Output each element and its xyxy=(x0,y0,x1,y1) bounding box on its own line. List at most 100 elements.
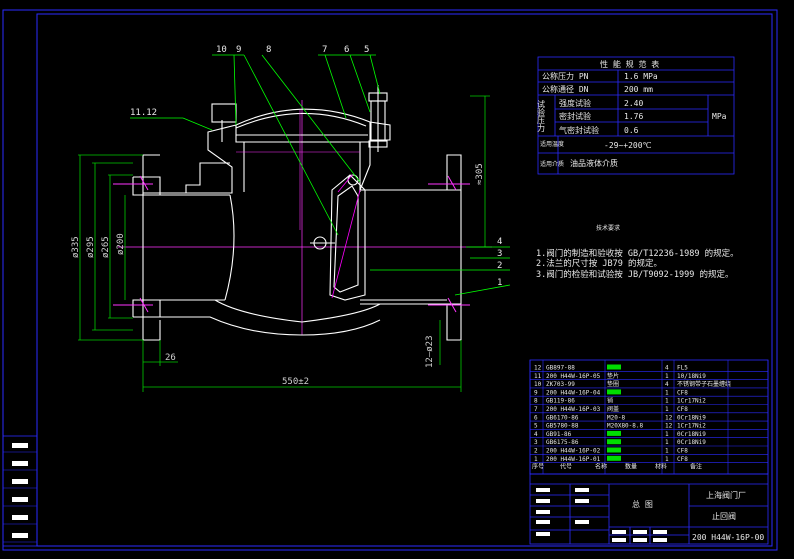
perf-media-label: 适用介质 xyxy=(540,160,564,168)
product-name: 止回阀 xyxy=(712,511,736,521)
title-mark xyxy=(612,530,626,534)
perf-test-label: 密封试验 xyxy=(559,111,591,121)
parts-cell: 3 xyxy=(534,439,538,446)
part-callout: 2 xyxy=(497,261,502,271)
parts-cell: GB5780-88 xyxy=(546,423,579,430)
parts-cell: GB6170-86 xyxy=(546,414,579,421)
dimension-texts: ø335 ø295 ø265 ø200 ≈305 26 550±2 12—ø23 xyxy=(71,163,485,387)
parts-cell: 6 xyxy=(534,414,538,421)
perf-test-label: 强度试验 xyxy=(559,98,591,108)
drawing-number: 200 H44W-16P-00 xyxy=(692,533,764,542)
right-flange xyxy=(446,154,462,341)
dim-d200: ø200 xyxy=(116,233,126,255)
parts-header: 材料 xyxy=(655,463,667,471)
perf-row-label: 公称压力 PN xyxy=(542,71,589,81)
dim-h305: ≈305 xyxy=(475,163,485,185)
parts-header: 备注 xyxy=(690,463,702,471)
valve-section-view xyxy=(113,85,492,341)
title-block xyxy=(529,473,769,545)
parts-cell: 10 xyxy=(534,381,542,388)
title-mark xyxy=(575,499,589,503)
parts-fill-mark xyxy=(607,447,621,453)
parts-cell: CF8 xyxy=(677,389,688,396)
parts-cell: FL5 xyxy=(677,365,688,372)
perf-media-value: 油品液体介质 xyxy=(570,158,618,168)
parts-cell: 销 xyxy=(607,397,613,405)
parts-header: 名称 xyxy=(595,463,607,471)
side-tab-mark xyxy=(12,461,28,466)
title-block-text: 总 图 上海阀门厂 止回阀 200 H44W-16P-00 xyxy=(632,490,764,542)
parts-fill-mark xyxy=(607,389,621,395)
parts-cell: 11 xyxy=(534,373,542,380)
title-mark xyxy=(536,532,550,536)
left-flange xyxy=(132,162,230,318)
callout-leaders xyxy=(130,54,511,296)
performance-table-text: 性 能 规 范 表 公称压力 PN 1.6 MPa 公称通径 DN 200 mm… xyxy=(537,59,727,168)
parts-cell: M20-8 xyxy=(607,414,625,421)
parts-cell: 垫圈 xyxy=(607,380,619,388)
perf-temp-value: -29~+200℃ xyxy=(604,141,652,150)
perf-title: 性 能 规 范 表 xyxy=(600,59,659,69)
title-mark xyxy=(653,530,667,534)
performance-table xyxy=(537,56,735,175)
parts-fill-mark xyxy=(607,364,621,370)
inner-frame xyxy=(36,13,773,547)
section-hatch xyxy=(331,174,361,299)
parts-cell: 阀盖 xyxy=(607,405,619,413)
part-callout: 3 xyxy=(497,249,502,259)
parts-cell: 200 H44W-16P-04 xyxy=(546,389,601,396)
dim-d335: ø335 xyxy=(71,236,81,258)
parts-cell: 12 xyxy=(665,414,673,421)
parts-cell: CF8 xyxy=(677,456,688,463)
perf-test-label: 气密封试验 xyxy=(559,125,599,135)
parts-cell: 4 xyxy=(534,431,538,438)
tech-note-item: 3.阀门的检验和试验按 JB/T9092-1999 的规定。 xyxy=(536,269,734,280)
parts-header: 代号 xyxy=(560,463,572,471)
bolt xyxy=(368,85,388,152)
bonnet xyxy=(221,112,371,143)
tech-note-item: 1.阀门的制造和验收按 GB/T12236-1989 的规定。 xyxy=(536,248,739,259)
part-callout: 5 xyxy=(364,45,369,55)
parts-cell: CF8 xyxy=(677,448,688,455)
parts-cell: CF8 xyxy=(677,406,688,413)
parts-cell: 4 xyxy=(665,365,669,372)
title-mark xyxy=(653,538,667,542)
perf-row-label: 公称通径 DN xyxy=(542,84,589,94)
side-tab-mark xyxy=(12,479,28,484)
parts-cell: 0Cr18Ni9 xyxy=(677,431,706,438)
parts-cell: 1 xyxy=(665,398,669,405)
parts-cell: 1 xyxy=(665,439,669,446)
title-mark xyxy=(575,488,589,492)
parts-cell: 200 H44W-16P-03 xyxy=(546,406,601,413)
technical-requirements: 技术要求 1.阀门的制造和验收按 GB/T12236-1989 的规定。 2.法… xyxy=(536,224,739,280)
parts-cell: M20X80-8.8 xyxy=(607,423,644,430)
title-mark xyxy=(612,538,626,542)
parts-cell: 1 xyxy=(665,456,669,463)
parts-cell: 1 xyxy=(665,448,669,455)
title-mark xyxy=(536,520,550,524)
parts-cell: 垫片 xyxy=(607,372,619,380)
parts-cell: 1Cr17Ni2 xyxy=(677,398,706,405)
title-mark xyxy=(536,499,550,503)
perf-test-value: 0.6 xyxy=(624,126,639,135)
parts-cell: 1 xyxy=(665,389,669,396)
title-mark xyxy=(536,510,550,514)
perf-test-value: 2.40 xyxy=(624,99,643,108)
parts-fill-mark xyxy=(607,430,621,436)
parts-cell: 8 xyxy=(534,398,538,405)
parts-cell: 4 xyxy=(665,381,669,388)
cut-markers xyxy=(113,175,470,313)
title-mark xyxy=(536,488,550,492)
side-tab-mark xyxy=(12,443,28,448)
parts-cell: 200 H44W-16P-01 xyxy=(546,456,601,463)
parts-cell: GB119-86 xyxy=(546,398,575,405)
parts-fill-mark xyxy=(607,455,621,461)
dimension-lines xyxy=(78,95,490,392)
parts-cell: 200 H44W-16P-02 xyxy=(546,448,601,455)
parts-cell: 9 xyxy=(534,389,538,396)
part-callout: 4 xyxy=(497,237,502,247)
part-callout: 7 xyxy=(322,45,327,55)
title-block-marks xyxy=(536,488,667,542)
